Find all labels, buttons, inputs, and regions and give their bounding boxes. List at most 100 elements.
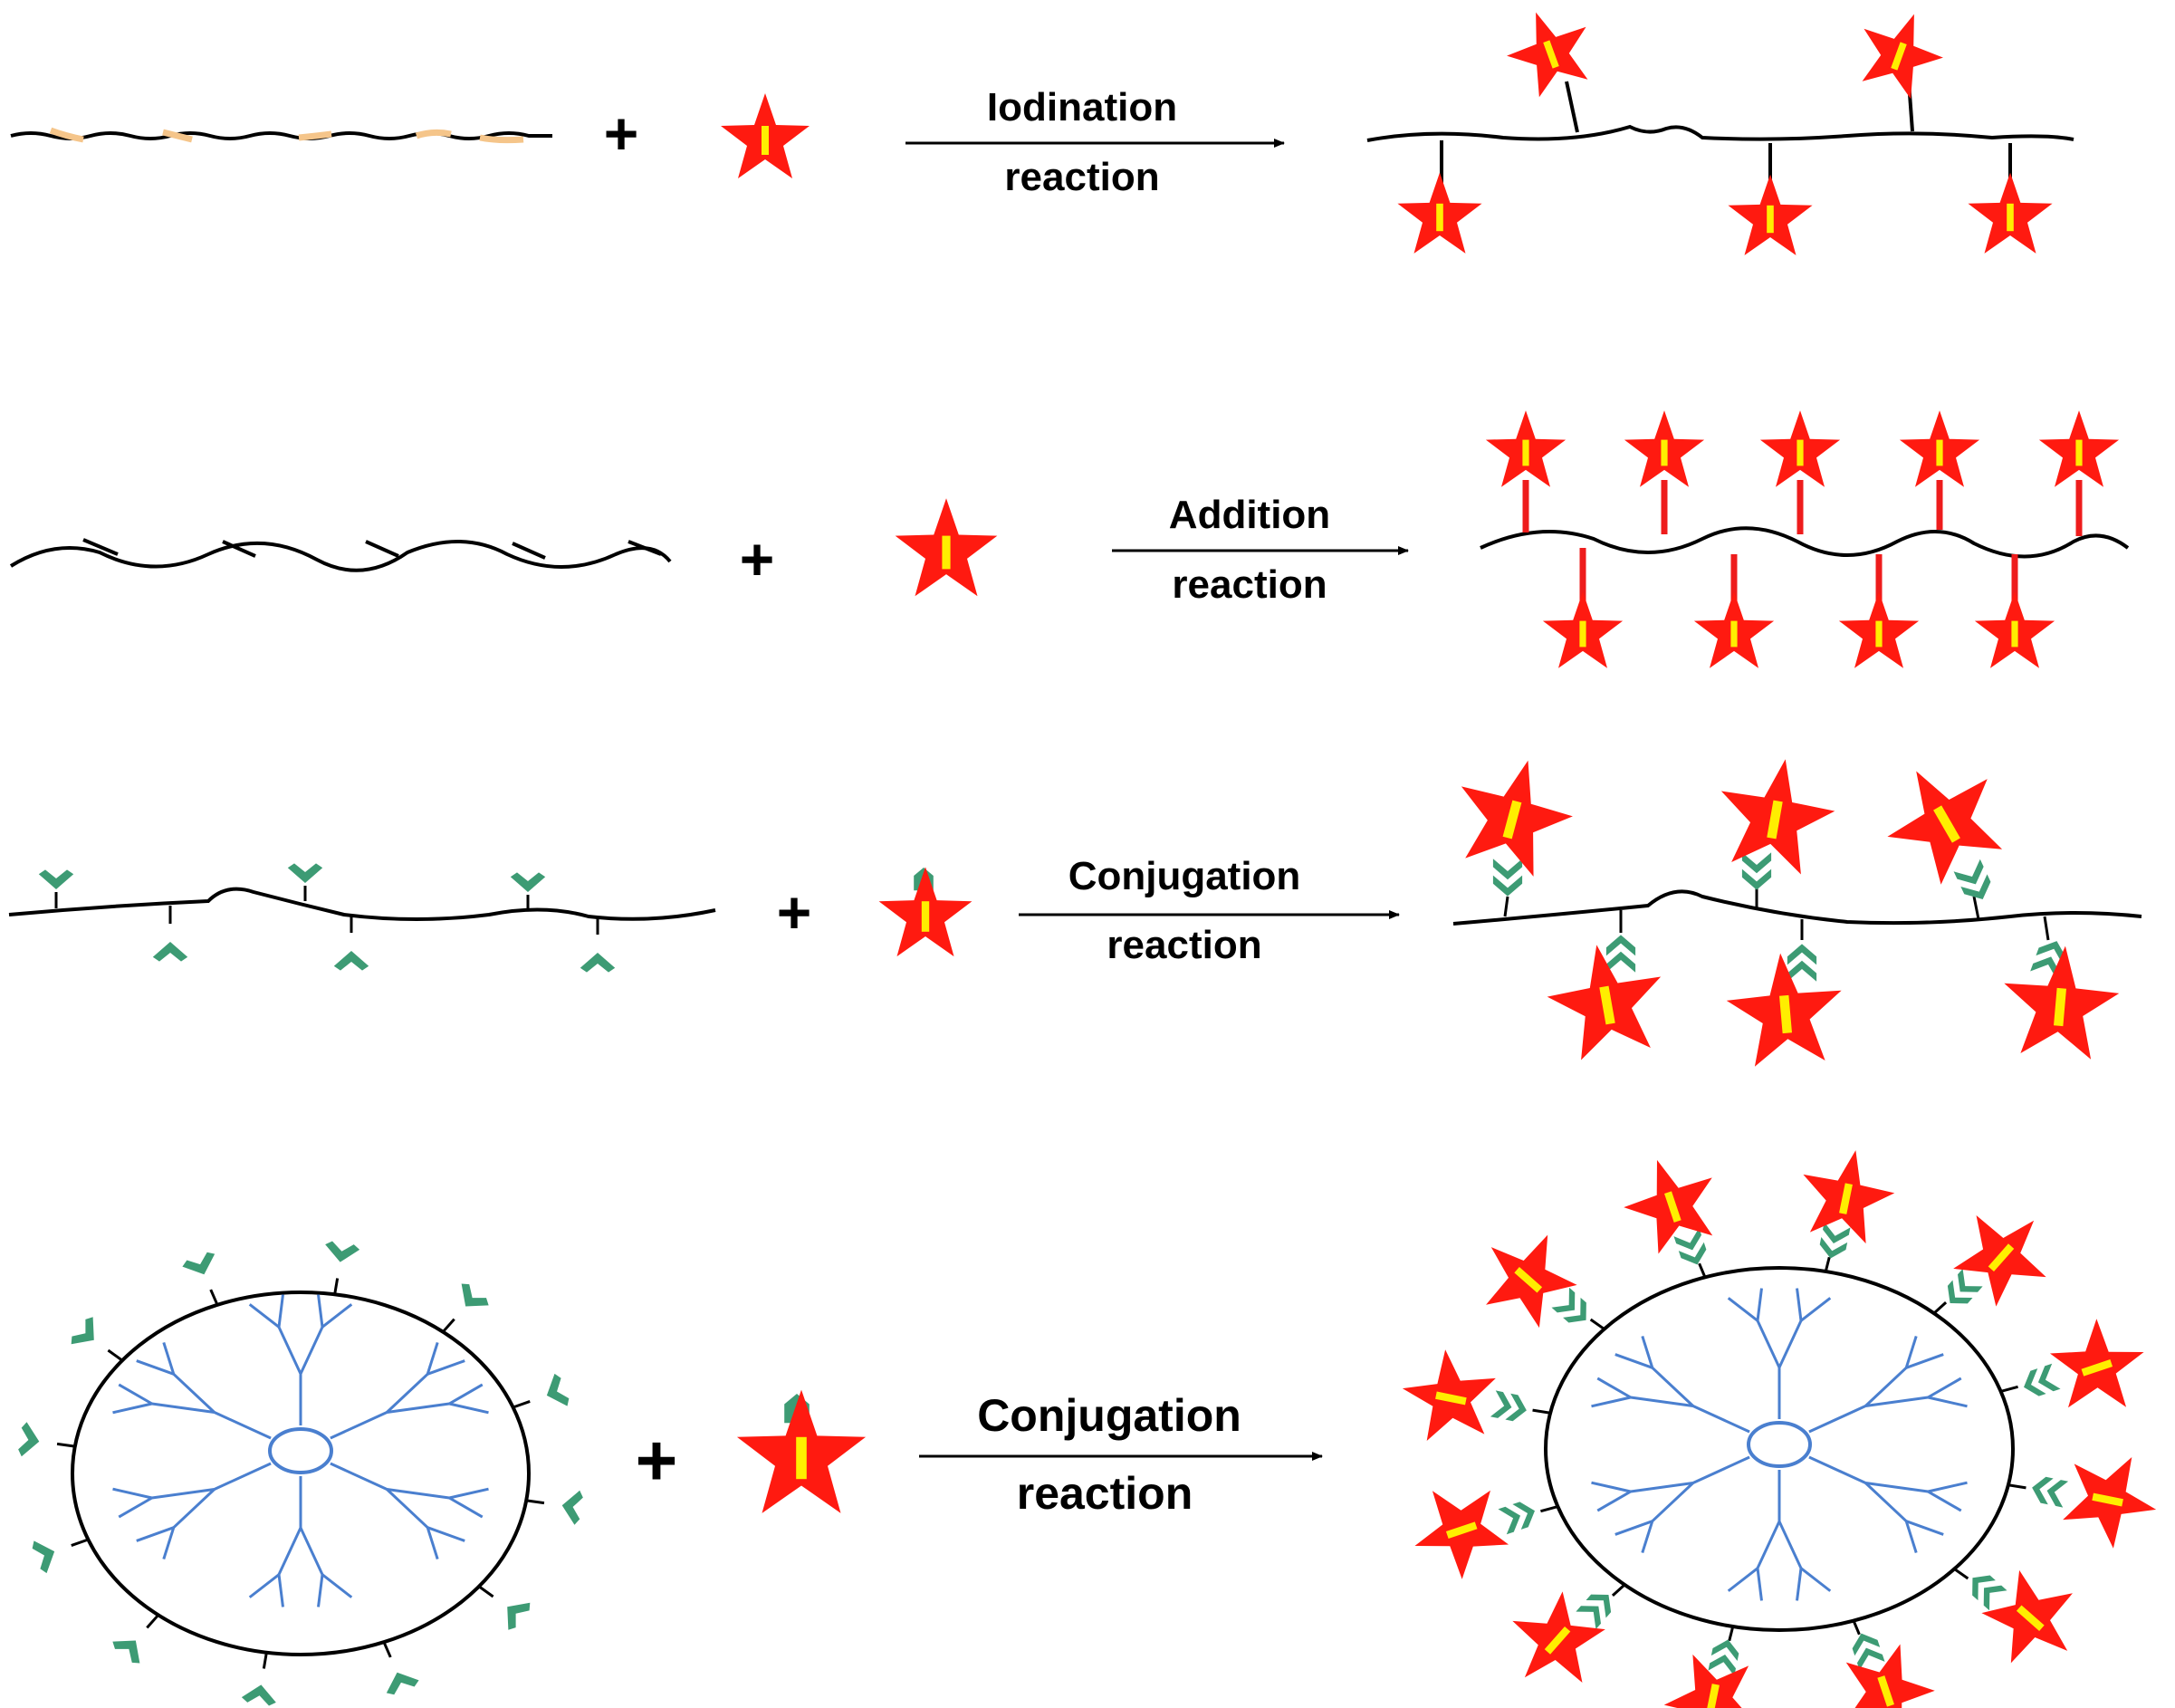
ligand-icon: [2029, 1474, 2069, 1508]
dendrimer-product: [1393, 1140, 2166, 1708]
ligand-icon: [322, 1240, 360, 1265]
ligand-star-reagent: [736, 1389, 867, 1513]
ligand-icon: [580, 953, 616, 973]
reaction-arrow: Conjugation reaction: [1019, 854, 1400, 967]
ligand-icon: [287, 863, 323, 883]
row-conjugation-dendrimer: + Conjugation reaction: [17, 1140, 2166, 1708]
plus-sign: +: [636, 1420, 678, 1501]
ligand-icon: [38, 869, 74, 889]
row-iodination: + Iodination reaction: [10, 81, 2074, 199]
reaction-arrow: Conjugation reaction: [919, 1390, 1323, 1519]
iodine-star-icon: [1443, 745, 1585, 883]
ligand-icon: [1963, 1568, 2007, 1611]
iodine-star-icon: [1899, 410, 1980, 487]
ligand-icon: [2019, 1363, 2061, 1400]
ligand-icon: [152, 942, 188, 962]
ligand-icon: [496, 1593, 534, 1633]
arrow-label-bottom: reaction: [1004, 155, 1159, 199]
iodine-star-icon: [1759, 410, 1841, 487]
ligand-icon: [1787, 944, 1817, 982]
arrow-label-bottom: reaction: [1017, 1468, 1193, 1519]
ligand-icon: [1576, 1586, 1619, 1630]
surface-ligands: [17, 1240, 584, 1707]
dendrimer-icon: [112, 1294, 489, 1607]
ligand-icon: [540, 1372, 571, 1412]
iodine-star-icon: [1974, 591, 2055, 668]
iodine-star-icon: [2059, 1445, 2166, 1556]
ligand-icon: [559, 1488, 584, 1526]
plus-sign: +: [604, 100, 639, 167]
conjugated-stars: [1393, 1140, 2166, 1708]
polymer-chain-double-bonds: [9, 538, 672, 572]
iodine-star-icon: [1968, 172, 2053, 254]
plus-sign: +: [777, 878, 812, 945]
iodine-star-icon: [895, 498, 998, 597]
iodine-star-icon: [1613, 1145, 1730, 1260]
iodine-star-icon: [1624, 410, 1705, 487]
iodine-star-icon: [878, 867, 973, 957]
row-addition: + Addition reaction: [9, 480, 2130, 607]
iodine-star-icon: [1485, 410, 1567, 487]
ligand-icon: [510, 872, 546, 892]
ligand-icon: [333, 951, 369, 971]
iodine-star-icon: [1846, 0, 1954, 105]
iodine-star-icon: [1709, 749, 1843, 878]
ligand-icon: [241, 1682, 279, 1707]
ligand-icon: [110, 1629, 149, 1667]
iodine-star-icon: [1693, 591, 1775, 668]
iodinatable-segments: [49, 127, 524, 144]
reaction-arrow: Iodination reaction: [905, 85, 1285, 199]
addition-polymer-product: [1480, 480, 2130, 602]
iodine-star-icon: [1393, 1342, 1500, 1453]
iodine-star-icon: [1828, 1638, 1946, 1708]
iodine-star-icon: [2044, 1308, 2159, 1425]
iodine-star-icon: [1397, 172, 1482, 254]
iodine-star-icon: [1728, 174, 1813, 255]
ligand-icon: [180, 1250, 221, 1281]
arrow-label-bottom: reaction: [1107, 923, 1261, 967]
reaction-arrow: Addition reaction: [1112, 493, 1409, 607]
ligand-icon: [1492, 859, 1523, 897]
iodine-star-icon: [1657, 1650, 1767, 1708]
ligand-icon: [452, 1280, 492, 1318]
ligand-icon: [1741, 852, 1772, 890]
ligand-star-reagent: [878, 867, 973, 957]
ligand-icon: [380, 1665, 421, 1697]
ligand-icon: [1848, 1628, 1885, 1671]
ligand-icon: [1940, 1268, 1983, 1312]
ligand-icon: [1490, 1390, 1529, 1424]
iodine-star-icon: [1542, 591, 1624, 668]
dendrimer-icon: [1591, 1288, 1968, 1601]
ligand-icon: [17, 1421, 43, 1459]
iodine-star-icon: [1496, 0, 1604, 103]
ligand-icon: [30, 1535, 62, 1575]
arrow-label-top: Iodination: [987, 85, 1177, 130]
ligand-icon: [67, 1314, 105, 1354]
arrow-label-bottom: reaction: [1172, 562, 1327, 607]
iodine-star-icon: [2038, 410, 2120, 487]
ligand-icon: [1498, 1498, 1539, 1535]
iodine-star-icon: [1998, 941, 2123, 1061]
iodine-star-icon: [736, 1389, 867, 1513]
ligand-icon: [1817, 1222, 1851, 1262]
iodine-star-icon: [721, 93, 810, 178]
conjugated-polymer-product: [1452, 886, 2142, 941]
iodine-star-icon: [1722, 948, 1848, 1069]
arrow-label-top: Conjugation: [1068, 854, 1301, 898]
arrow-label-top: Addition: [1169, 493, 1330, 537]
ligand-icon: [1673, 1227, 1710, 1270]
polymer-chain-ligands: [8, 886, 716, 935]
row-conjugation-linear: + Conjugation reaction: [8, 854, 2142, 967]
plus-sign: +: [740, 525, 775, 592]
iodinated-polymer-product: [1366, 81, 2074, 190]
ligand-icon: [1551, 1287, 1595, 1330]
iodine-star-icon: [1400, 1473, 1515, 1590]
polymer-chain-iodinatable: [10, 127, 552, 144]
dendrimer-reactant: [17, 1240, 584, 1707]
arrow-label-top: Conjugation: [977, 1390, 1241, 1441]
ligand-icon: [1708, 1636, 1741, 1676]
ligand-icon: [1605, 935, 1636, 973]
iodine-star-icon: [1866, 742, 2022, 897]
iodine-star-icon: [1838, 591, 1920, 668]
